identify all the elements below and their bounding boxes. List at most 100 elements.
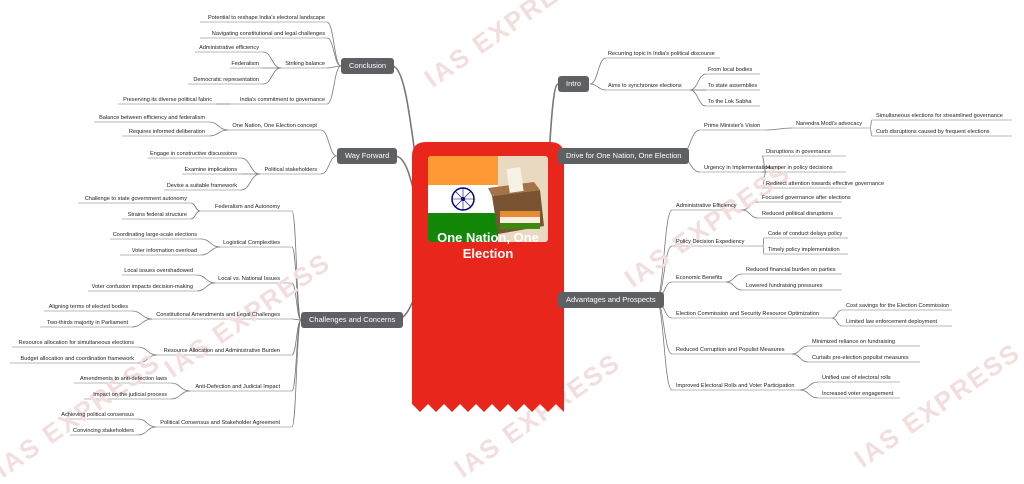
node[interactable]: Political stakeholders [264, 167, 317, 173]
connector [799, 381, 819, 391]
branch-conclusion[interactable]: Conclusion [341, 58, 395, 74]
connector [200, 246, 221, 256]
node[interactable]: Federalism [231, 61, 259, 67]
node[interactable]: Devise a suitable framework [166, 183, 237, 189]
node[interactable]: Administrative Efficiency [676, 203, 737, 209]
connector [762, 245, 765, 255]
connector [689, 73, 707, 91]
connector [655, 299, 673, 391]
node[interactable]: Challenge to state government autonomy [84, 196, 187, 202]
node[interactable]: Curb disruptions caused by frequent elec… [876, 129, 990, 135]
node[interactable]: To the Lok Sabha [708, 99, 752, 105]
node[interactable]: Achieving political consensus [61, 412, 134, 418]
connector [799, 389, 819, 399]
node[interactable]: Unified use of electoral rolls [822, 375, 891, 381]
connector [831, 317, 843, 327]
node[interactable]: Aligning terms of elected bodies [48, 304, 128, 310]
node[interactable]: Preserving its diverse political fabric [123, 97, 212, 103]
branch-way-forward[interactable]: Way Forward [337, 148, 398, 164]
node[interactable]: Narendra Modi's advocacy [796, 121, 863, 127]
connector [137, 418, 157, 428]
node[interactable]: Timely policy implementation [768, 247, 840, 253]
node[interactable]: Coordinating large-scale elections [112, 232, 197, 238]
connector [655, 209, 673, 301]
node[interactable]: Urgency in Implementation [704, 165, 771, 171]
node[interactable]: To state assemblies [708, 83, 758, 89]
connector [262, 67, 282, 85]
node[interactable]: Requires informed deliberation [128, 129, 205, 135]
connector [326, 65, 342, 105]
node[interactable]: Reduced political disruptions [762, 211, 834, 217]
node[interactable]: One Nation, One Election concept [232, 123, 317, 129]
branch-challenges[interactable]: Challenges and Concerns [301, 312, 404, 328]
node[interactable]: Federalism and Autonomy [215, 204, 280, 210]
node[interactable]: Examine implications [184, 167, 237, 173]
node[interactable]: Resource allocation for simultaneous ele… [18, 340, 134, 346]
node[interactable]: Strains federal structure [127, 212, 187, 218]
node[interactable]: Democratic representation [193, 77, 259, 83]
node[interactable]: Aims to synchronize elections [608, 83, 682, 89]
central-topic[interactable]: One Nation, One Election [412, 142, 564, 432]
node[interactable]: Balance between efficiency and federalis… [99, 115, 205, 121]
connector [689, 89, 707, 107]
branch-intro[interactable]: Intro [558, 76, 590, 92]
connector [765, 127, 793, 131]
connector [725, 273, 743, 283]
node[interactable]: Hamper in policy decisions [766, 165, 833, 171]
node[interactable]: Anti-Defection and Judicial Impact [195, 384, 280, 390]
node[interactable]: Policy Decision Expediency [676, 239, 745, 245]
ballot-box-image [428, 156, 548, 242]
connector [831, 309, 843, 319]
connector [190, 202, 201, 212]
node[interactable]: Impact on the judicial process [93, 392, 167, 398]
node[interactable]: Logistical Complexities [223, 240, 280, 246]
connector [291, 318, 302, 321]
node[interactable]: Budget allocation and coordination frame… [20, 356, 135, 362]
node[interactable]: Limited law enforcement deployment [846, 319, 938, 325]
node[interactable]: Minimized reliance on fundraising [812, 339, 896, 345]
node[interactable]: Code of conduct delays policy [768, 231, 843, 237]
node[interactable]: Constitutional Amendments and Legal Chal… [156, 312, 280, 318]
node[interactable]: Resource Allocation and Administrative B… [163, 348, 280, 354]
node[interactable]: Reduced Corruption and Populist Measures [676, 347, 785, 353]
node[interactable]: Economic Benefits [676, 275, 723, 281]
node[interactable]: Cost savings for the Election Commission [846, 303, 950, 309]
node[interactable]: Simultaneous elections for streamlined g… [876, 113, 1003, 119]
connector [131, 310, 153, 320]
node[interactable]: Political Consensus and Stakeholder Agre… [160, 420, 280, 426]
node[interactable]: Convincing stakeholders [73, 428, 134, 434]
central-topic-title: One Nation, One Election [437, 230, 539, 261]
node[interactable]: Reduced financial burden on parties [746, 267, 836, 273]
branch-advantages[interactable]: Advantages and Prospects [558, 292, 664, 308]
node[interactable]: Voter information overload [131, 248, 197, 254]
node[interactable]: Disruptions in governance [766, 149, 831, 155]
node[interactable]: Local issues overshadowed [124, 268, 193, 274]
node[interactable]: From local bodies [708, 67, 753, 73]
node[interactable]: Redirect attention towards effective gov… [766, 181, 885, 187]
node[interactable]: Election Commission and Security Resourc… [676, 311, 820, 317]
node[interactable]: India's commitment to governance [239, 97, 325, 103]
node[interactable]: Voter confusion impacts decision-making [91, 284, 193, 290]
branch-drive[interactable]: Drive for One Nation, One Election [558, 148, 690, 164]
node[interactable]: Administrative efficiency [199, 45, 259, 51]
node[interactable]: Potential to reshape India's electoral l… [207, 15, 325, 21]
node[interactable]: Striking balance [285, 61, 325, 67]
connector [170, 390, 191, 400]
node[interactable]: Amendments to anti-defection laws [79, 376, 167, 382]
connector [200, 238, 221, 248]
node[interactable]: Local vs. National Issues [218, 276, 280, 282]
node[interactable]: Increased voter engagement [822, 391, 894, 397]
node[interactable]: Prime Minister's Vision [704, 123, 761, 129]
connector [741, 201, 759, 211]
connector [291, 282, 302, 321]
node[interactable]: Focused governance after elections [762, 195, 851, 201]
node[interactable]: Navigating constitutional and legal chal… [211, 31, 325, 37]
node[interactable]: Curtails pre-election populist measures [812, 355, 909, 361]
connector [137, 346, 158, 356]
node[interactable]: Improved Electoral Rolls and Voter Parti… [676, 383, 795, 389]
connector [190, 210, 201, 220]
node[interactable]: Lowered fundraising pressures [746, 283, 823, 289]
node[interactable]: Recurring topic in India's political dis… [608, 51, 715, 57]
node[interactable]: Two-thirds majority in Parliament [46, 320, 128, 326]
node[interactable]: Engage in constructive discussions [149, 151, 237, 157]
